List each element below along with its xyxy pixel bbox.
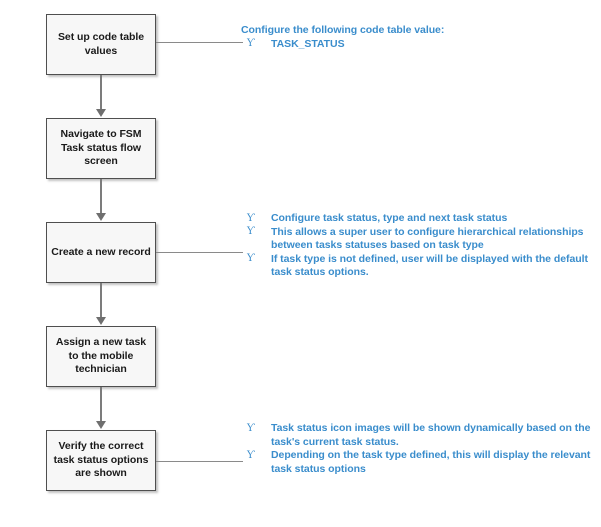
arrowhead-4-to-5: [96, 421, 106, 429]
leader-line-create-record: [156, 252, 243, 254]
annotation-bullet-item: Ƴ If task type is not defined, user will…: [241, 253, 593, 280]
annotation-bullet-list: Ƴ TASK_STATUS: [241, 38, 591, 52]
annotation-bullet-list: Ƴ Configure task status, type and next t…: [241, 212, 593, 280]
flow-node-label: Create a new record: [51, 245, 151, 258]
annotation-item-text: If task type is not defined, user will b…: [271, 252, 588, 279]
flow-node-assign-a-new-task-to-the-mobile-technician[interactable]: Assign a new task to the mobile technici…: [46, 326, 156, 387]
connector-4-to-5: [100, 387, 102, 422]
connector-3-to-4: [100, 283, 102, 318]
leader-line-verify-status: [156, 461, 243, 463]
annotation-item-text: TASK_STATUS: [271, 37, 345, 50]
annotation-item-text: Configure task status, type and next tas…: [271, 212, 508, 224]
flow-node-create-a-new-record[interactable]: Create a new record: [46, 222, 156, 283]
flow-node-label: Set up code table values: [57, 31, 145, 57]
annotation-bullet-item: Ƴ TASK_STATUS: [241, 38, 591, 52]
annotation-bullet-item: Ƴ Task status icon images will be shown …: [241, 422, 593, 449]
arrowhead-2-to-3: [96, 213, 106, 221]
connector-2-to-3: [100, 179, 102, 214]
flow-node-label: Navigate to FSM Task status flow screen: [60, 128, 142, 168]
flow-node-label: Verify the correct task status options a…: [53, 440, 149, 480]
leader-line-code-table: [156, 42, 243, 44]
annotation-item-text: Task status icon images will be shown dy…: [271, 422, 591, 448]
flow-node-verify-the-correct-task-status-options-are-shown[interactable]: Verify the correct task status options a…: [46, 430, 156, 491]
arrowhead-1-to-2: [96, 109, 106, 117]
flow-node-navigate-to-fsm-task-status-flow-screen[interactable]: Navigate to FSM Task status flow screen: [46, 118, 156, 179]
annotation-bullet-item: Ƴ Depending on the task type defined, th…: [241, 449, 593, 476]
annotation-bullet-item: Ƴ Configure task status, type and next t…: [241, 212, 593, 226]
flow-node-set-up-code-table-values[interactable]: Set up code table values: [46, 14, 156, 75]
flow-node-label: Assign a new task to the mobile technici…: [55, 336, 147, 376]
arrowhead-3-to-4: [96, 317, 106, 325]
annotation-item-text: This allows a super user to configure hi…: [271, 225, 584, 252]
annotation-verify-status: Ƴ Task status icon images will be shown …: [241, 422, 593, 476]
bullet-glyph-icon: Ƴ: [247, 226, 255, 238]
annotation-bullet-item: Ƴ This allows a super user to configure …: [241, 226, 593, 253]
annotation-create-record: Ƴ Configure task status, type and next t…: [241, 212, 593, 280]
annotation-bullet-list: Ƴ Task status icon images will be shown …: [241, 422, 593, 476]
annotation-item-text: Depending on the task type defined, this…: [271, 449, 591, 475]
bullet-glyph-icon: Ƴ: [247, 449, 255, 461]
bullet-glyph-icon: Ƴ: [247, 253, 255, 265]
connector-1-to-2: [100, 75, 102, 110]
annotation-lead-text: Configure the following code table value…: [241, 24, 445, 36]
bullet-glyph-icon: Ƴ: [247, 38, 255, 50]
annotation-code-table: Configure the following code table value…: [241, 24, 591, 51]
bullet-glyph-icon: Ƴ: [247, 422, 255, 434]
bullet-glyph-icon: Ƴ: [247, 212, 255, 224]
